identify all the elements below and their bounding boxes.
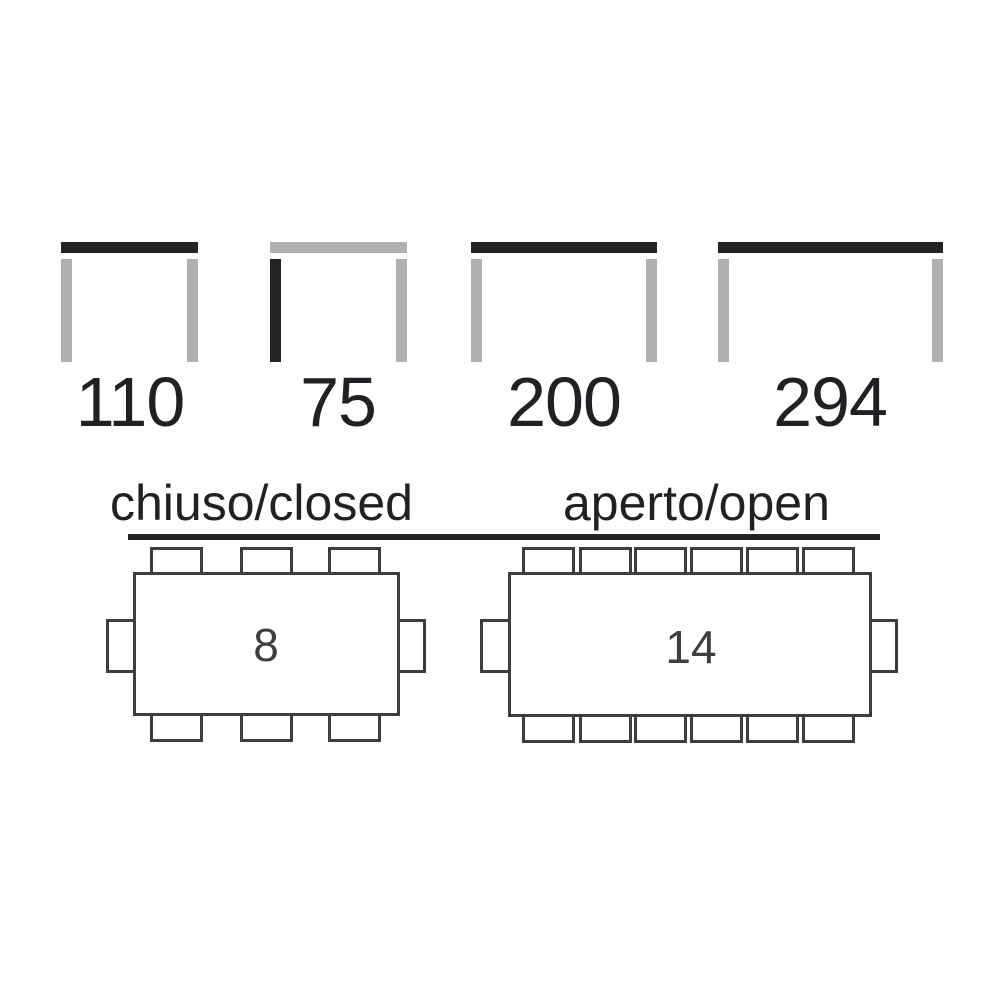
table-leg-left-icon (61, 259, 72, 362)
dimension-label-294: 294 (773, 363, 888, 441)
open-seat-count: 14 (665, 621, 717, 673)
table-leg-left-icon (471, 259, 482, 362)
closed-table-top-view (133, 572, 400, 716)
dimension-label-75: 75 (300, 363, 377, 441)
tabletop-bar-icon (270, 242, 407, 253)
dimension-label-200: 200 (507, 363, 622, 441)
table-leg-left-icon (270, 259, 281, 362)
table-leg-right-icon (646, 259, 657, 362)
table-leg-left-icon (718, 259, 729, 362)
table-leg-right-icon (932, 259, 943, 362)
closed-seat-count: 8 (253, 619, 279, 671)
closed-section-label: chiuso/closed (110, 475, 413, 531)
open-table-top-view (508, 572, 872, 717)
table-side-view-110 (61, 242, 198, 362)
tabletop-bar-icon (471, 242, 657, 253)
tabletop-bar-icon (718, 242, 943, 253)
table-leg-right-icon (187, 259, 198, 362)
divider-line (128, 534, 880, 540)
table-side-view-75 (270, 242, 407, 362)
dimension-label-110: 110 (75, 363, 186, 441)
tabletop-bar-icon (61, 242, 198, 253)
table-side-view-200 (471, 242, 657, 362)
table-leg-right-icon (396, 259, 407, 362)
table-side-view-294 (718, 242, 943, 362)
open-section-label: aperto/open (563, 475, 830, 531)
